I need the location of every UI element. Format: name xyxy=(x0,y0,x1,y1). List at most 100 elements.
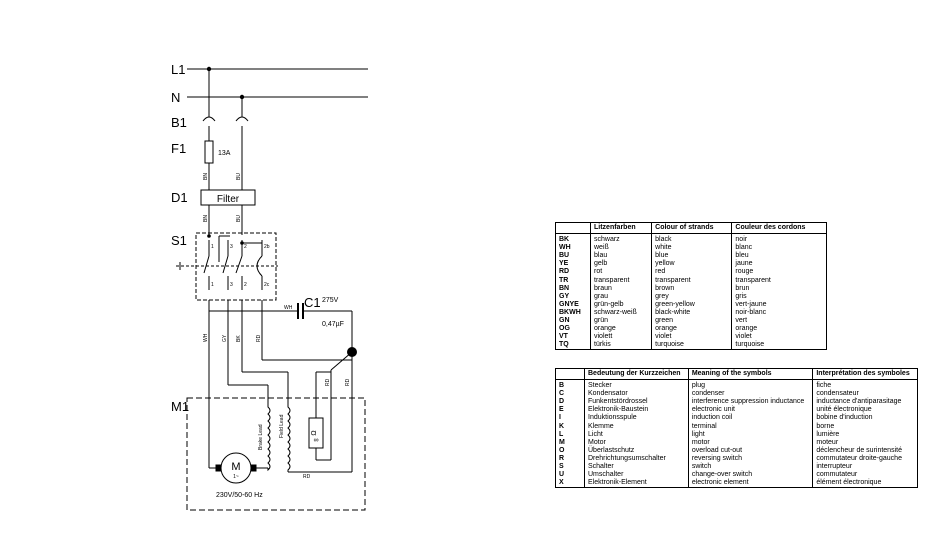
code-cell: VT xyxy=(559,333,568,341)
table-header: Meaning of the symbols xyxy=(687,368,813,381)
table-cell: motor xyxy=(687,438,813,447)
table-cell: grau xyxy=(589,292,652,301)
table-cell: electronic unit xyxy=(687,406,813,415)
capacitor-voltage: 275V xyxy=(322,297,339,304)
switch-pin: 3 xyxy=(230,282,233,288)
switch-pin: 2 xyxy=(244,244,247,250)
table-cell: Stecker xyxy=(584,379,689,391)
coil-brake-label: Brake Lead xyxy=(258,424,264,450)
table-cell: rouge xyxy=(731,268,827,277)
colour-legend-table: Litzenfarben Colour of strands Couleur d… xyxy=(555,222,827,351)
resistor-symbol: Ω xyxy=(311,430,318,435)
table-cell: violet xyxy=(731,333,827,342)
table-cell: reversing switch xyxy=(687,454,813,464)
wire-code-wh: WH xyxy=(203,333,209,342)
wire-code-bu-mid: BU xyxy=(236,215,242,222)
table-cell: plug xyxy=(687,379,813,391)
table-cell: green xyxy=(651,317,732,326)
table-header: Litzenfarben xyxy=(589,222,652,235)
code-cell: GNYE xyxy=(559,300,579,308)
table-cell: bobine d'induction xyxy=(812,414,918,423)
code-cell: TR xyxy=(559,276,569,284)
table-cell: yellow xyxy=(651,260,732,269)
wire-code-bn-mid: BN xyxy=(203,215,209,222)
code-cell: R xyxy=(559,454,565,462)
table-cell: violet xyxy=(651,333,732,342)
junction-switch-right xyxy=(240,241,244,245)
label-c1: C1 xyxy=(304,295,321,310)
table-cell: turquoise xyxy=(651,341,732,350)
table-cell: Elektronik-Baustein xyxy=(584,406,689,415)
table-cell: rot xyxy=(589,268,652,277)
table-header xyxy=(555,368,585,381)
wire-code-rd3: RD xyxy=(345,378,351,386)
table-cell: switch xyxy=(687,463,813,472)
wire-code-gy: GY xyxy=(222,334,228,342)
wire-code-bu-top: BU xyxy=(236,173,242,180)
switch-pin: 2 xyxy=(244,282,247,288)
table-cell: black-white xyxy=(651,308,732,318)
table-cell: interrupteur xyxy=(812,463,918,472)
table-cell: interference suppression inductance xyxy=(687,398,813,407)
table-cell: Motor xyxy=(584,438,689,447)
motor-phase: 1~ xyxy=(233,474,239,480)
table-cell: türkis xyxy=(589,341,652,350)
filter-label: Filter xyxy=(217,194,240,205)
coil-brake xyxy=(267,400,271,472)
table-cell: grün-gelb xyxy=(589,300,652,309)
code-cell: GY xyxy=(559,292,570,300)
motor-rating: 230V/50-60 Hz xyxy=(216,492,263,499)
motor-enclosure xyxy=(186,397,366,511)
table-header-row: Litzenfarben Colour of strands Couleur d… xyxy=(555,222,827,235)
code-cell: BKWH xyxy=(559,308,581,316)
table-header: Interprétation des symboles xyxy=(812,368,918,381)
code-cell: K xyxy=(559,422,565,430)
table-cell: orange xyxy=(731,325,827,334)
table-cell: noir-blanc xyxy=(731,308,827,318)
table-cell: violett xyxy=(589,333,652,342)
table-cell: gris xyxy=(731,292,827,301)
table-cell: blanc xyxy=(731,244,827,253)
switch-pin: 1 xyxy=(211,244,214,250)
table-cell: change-over switch xyxy=(687,471,813,480)
junction-switch-left xyxy=(207,234,211,238)
table-cell: weiß xyxy=(589,244,652,253)
table-cell: unité électronique xyxy=(812,406,918,415)
label-m1: M1 xyxy=(171,399,189,414)
table-cell: blau xyxy=(589,252,652,261)
junction-l1 xyxy=(206,66,212,72)
table-header xyxy=(555,222,591,235)
table-cell: electronic element xyxy=(687,479,813,488)
code-cell: RD xyxy=(559,268,570,276)
switch-pin: 3 xyxy=(230,244,233,250)
table-cell: Kondensator xyxy=(584,390,689,399)
code-cell: YE xyxy=(559,260,569,268)
table-cell: Klemme xyxy=(584,422,689,431)
table-cell: commutateur droite-gauche xyxy=(812,454,918,464)
fuse xyxy=(204,140,214,164)
table-cell: terminal xyxy=(687,422,813,431)
table-cell: élément électronique xyxy=(812,479,918,488)
coil-field-label: Field Lead xyxy=(279,414,285,438)
table-header: Colour of strands xyxy=(651,222,732,235)
table-cell: turquoise xyxy=(731,341,827,350)
code-cell: I xyxy=(559,414,561,422)
wire-code-wh-cap: WH xyxy=(284,305,293,311)
table-cell: schwarz xyxy=(589,233,652,245)
wire-code-bn-top: BN xyxy=(203,173,209,180)
table-cell: Umschalter xyxy=(584,471,689,480)
table-cell: brown xyxy=(651,284,732,293)
code-cell: S xyxy=(559,463,564,471)
